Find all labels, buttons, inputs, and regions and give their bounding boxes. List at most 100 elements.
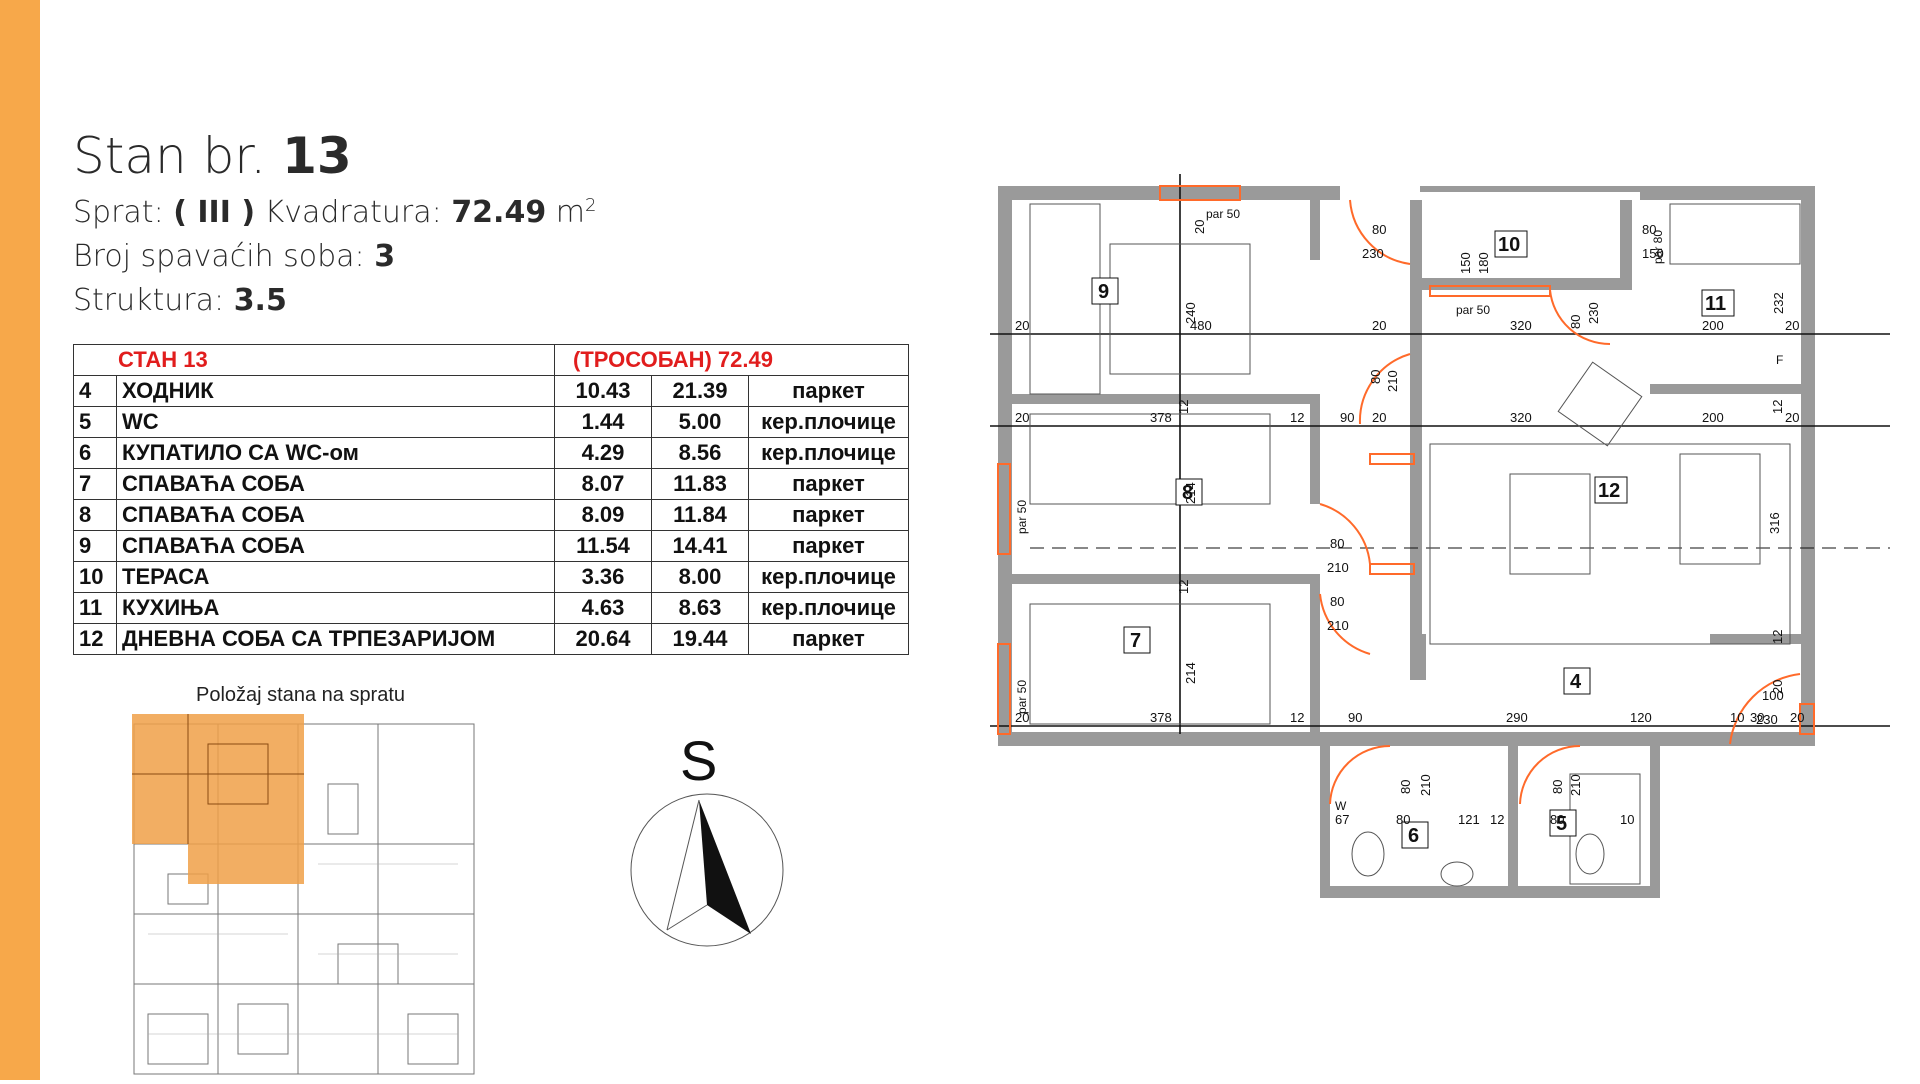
- structure-value: 3.5: [233, 283, 287, 318]
- svg-text:80: 80: [1396, 812, 1410, 827]
- row-a2: 8.00: [651, 561, 749, 593]
- svg-text:12: 12: [1770, 400, 1785, 414]
- row-floor: паркет: [748, 623, 909, 655]
- svg-text:120: 120: [1630, 710, 1652, 725]
- row-floor: паркет: [748, 468, 909, 500]
- svg-text:80: 80: [1398, 780, 1413, 794]
- row-floor: паркет: [748, 375, 909, 407]
- dimension-lines: [990, 174, 1890, 734]
- svg-text:230: 230: [1586, 302, 1601, 324]
- svg-text:12: 12: [1290, 710, 1304, 725]
- svg-text:200: 200: [1702, 318, 1724, 333]
- room-label-11: 11: [1701, 289, 1735, 317]
- row-a2: 5.00: [651, 406, 749, 438]
- row-num: 12: [73, 623, 117, 655]
- orange-side-stripe: [0, 0, 40, 1080]
- row-name: СПАВАЋА СОБА: [116, 499, 555, 531]
- row-num: 4: [73, 375, 117, 407]
- svg-text:80: 80: [1330, 536, 1344, 551]
- svg-text:100: 100: [1762, 688, 1784, 703]
- svg-text:12: 12: [1176, 580, 1191, 594]
- table-header-right: (ТРОСОБАН) 72.49: [554, 344, 909, 376]
- apartment-highlight: [132, 714, 304, 844]
- svg-text:210: 210: [1418, 774, 1433, 796]
- svg-text:80: 80: [1642, 222, 1656, 237]
- floor-value: ( III ): [173, 195, 256, 230]
- svg-text:80: 80: [1568, 315, 1583, 329]
- svg-text:80: 80: [1372, 222, 1386, 237]
- row-a2: 11.83: [651, 468, 749, 500]
- double-bed: [1109, 243, 1251, 375]
- row-a1: 1.44: [554, 406, 652, 438]
- row-a1: 4.29: [554, 437, 652, 469]
- svg-text:11: 11: [1705, 293, 1726, 315]
- svg-text:90: 90: [1348, 710, 1362, 725]
- svg-text:320: 320: [1510, 410, 1532, 425]
- apartment-title: Stan br. 13: [73, 128, 596, 184]
- wc-toilet-icon: [1575, 833, 1605, 875]
- room-label-9: 9: [1091, 277, 1119, 305]
- svg-text:378: 378: [1150, 410, 1172, 425]
- row-name: СПАВАЋА СОБА: [116, 530, 555, 562]
- svg-text:12: 12: [1598, 480, 1620, 502]
- doors-windows: [997, 185, 1815, 805]
- svg-text:12: 12: [1290, 410, 1304, 425]
- svg-text:230: 230: [1756, 712, 1778, 727]
- row-num: 6: [73, 437, 117, 469]
- row-a2: 19.44: [651, 623, 749, 655]
- apartment-header: Stan br. 13 Sprat: ( III ) Kvadratura: 7…: [73, 128, 596, 323]
- svg-text:4: 4: [1570, 671, 1582, 693]
- room-label-7: 7: [1123, 626, 1151, 654]
- title-prefix: Stan br.: [73, 127, 267, 185]
- svg-text:20: 20: [1770, 680, 1785, 694]
- room-label-8: 8: [1175, 478, 1203, 506]
- svg-text:214: 214: [1183, 662, 1198, 684]
- svg-text:12: 12: [1770, 630, 1785, 644]
- table-header-row: СТАН 13 (ТРОСОБАН) 72.49: [73, 344, 909, 376]
- table-header-left: СТАН 13: [73, 344, 555, 376]
- svg-text:10: 10: [1498, 234, 1520, 256]
- row-a1: 11.54: [554, 530, 652, 562]
- row-name: КУПАТИЛО СА WC-ом: [116, 437, 555, 469]
- row-num: 7: [73, 468, 117, 500]
- svg-text:320: 320: [1510, 318, 1532, 333]
- floor-location-mini-plan: [128, 714, 482, 1084]
- bedrooms-label: Broj spavaćih soba:: [73, 239, 365, 274]
- svg-text:20: 20: [1015, 710, 1029, 725]
- floor-label: Sprat:: [73, 195, 164, 230]
- area-value: 72.49: [451, 195, 547, 230]
- svg-text:210: 210: [1568, 774, 1583, 796]
- svg-text:par 50: par 50: [1015, 500, 1029, 534]
- room-labels: 9 10 11 8 12 7 4 6 5: [1091, 230, 1735, 849]
- structure-label: Struktura:: [73, 283, 225, 318]
- svg-text:80: 80: [1330, 594, 1344, 609]
- svg-text:10: 10: [1620, 812, 1634, 827]
- row-name: ТЕРАСА: [116, 561, 555, 593]
- row-a2: 8.56: [651, 437, 749, 469]
- svg-text:200: 200: [1702, 410, 1724, 425]
- svg-text:290: 290: [1506, 710, 1528, 725]
- row-num: 5: [73, 406, 117, 438]
- svg-text:20: 20: [1372, 410, 1386, 425]
- bedrooms-value: 3: [374, 239, 396, 274]
- svg-text:80: 80: [1550, 812, 1564, 827]
- room-label-5: 5: [1549, 809, 1577, 837]
- row-num: 8: [73, 499, 117, 531]
- svg-text:20: 20: [1372, 318, 1386, 333]
- row-a1: 10.43: [554, 375, 652, 407]
- row-a1: 3.36: [554, 561, 652, 593]
- svg-text:90: 90: [1340, 410, 1354, 425]
- svg-text:10: 10: [1730, 710, 1744, 725]
- structure-line: Struktura: 3.5: [73, 279, 596, 323]
- svg-text:6: 6: [1408, 825, 1419, 847]
- svg-text:5: 5: [1556, 813, 1567, 835]
- svg-text:par 80: par 80: [1651, 230, 1665, 264]
- svg-text:12: 12: [1176, 400, 1191, 414]
- svg-text:210: 210: [1327, 618, 1349, 633]
- row-a2: 11.84: [651, 499, 749, 531]
- area-unit-sup: 2: [585, 195, 597, 216]
- row-a2: 14.41: [651, 530, 749, 562]
